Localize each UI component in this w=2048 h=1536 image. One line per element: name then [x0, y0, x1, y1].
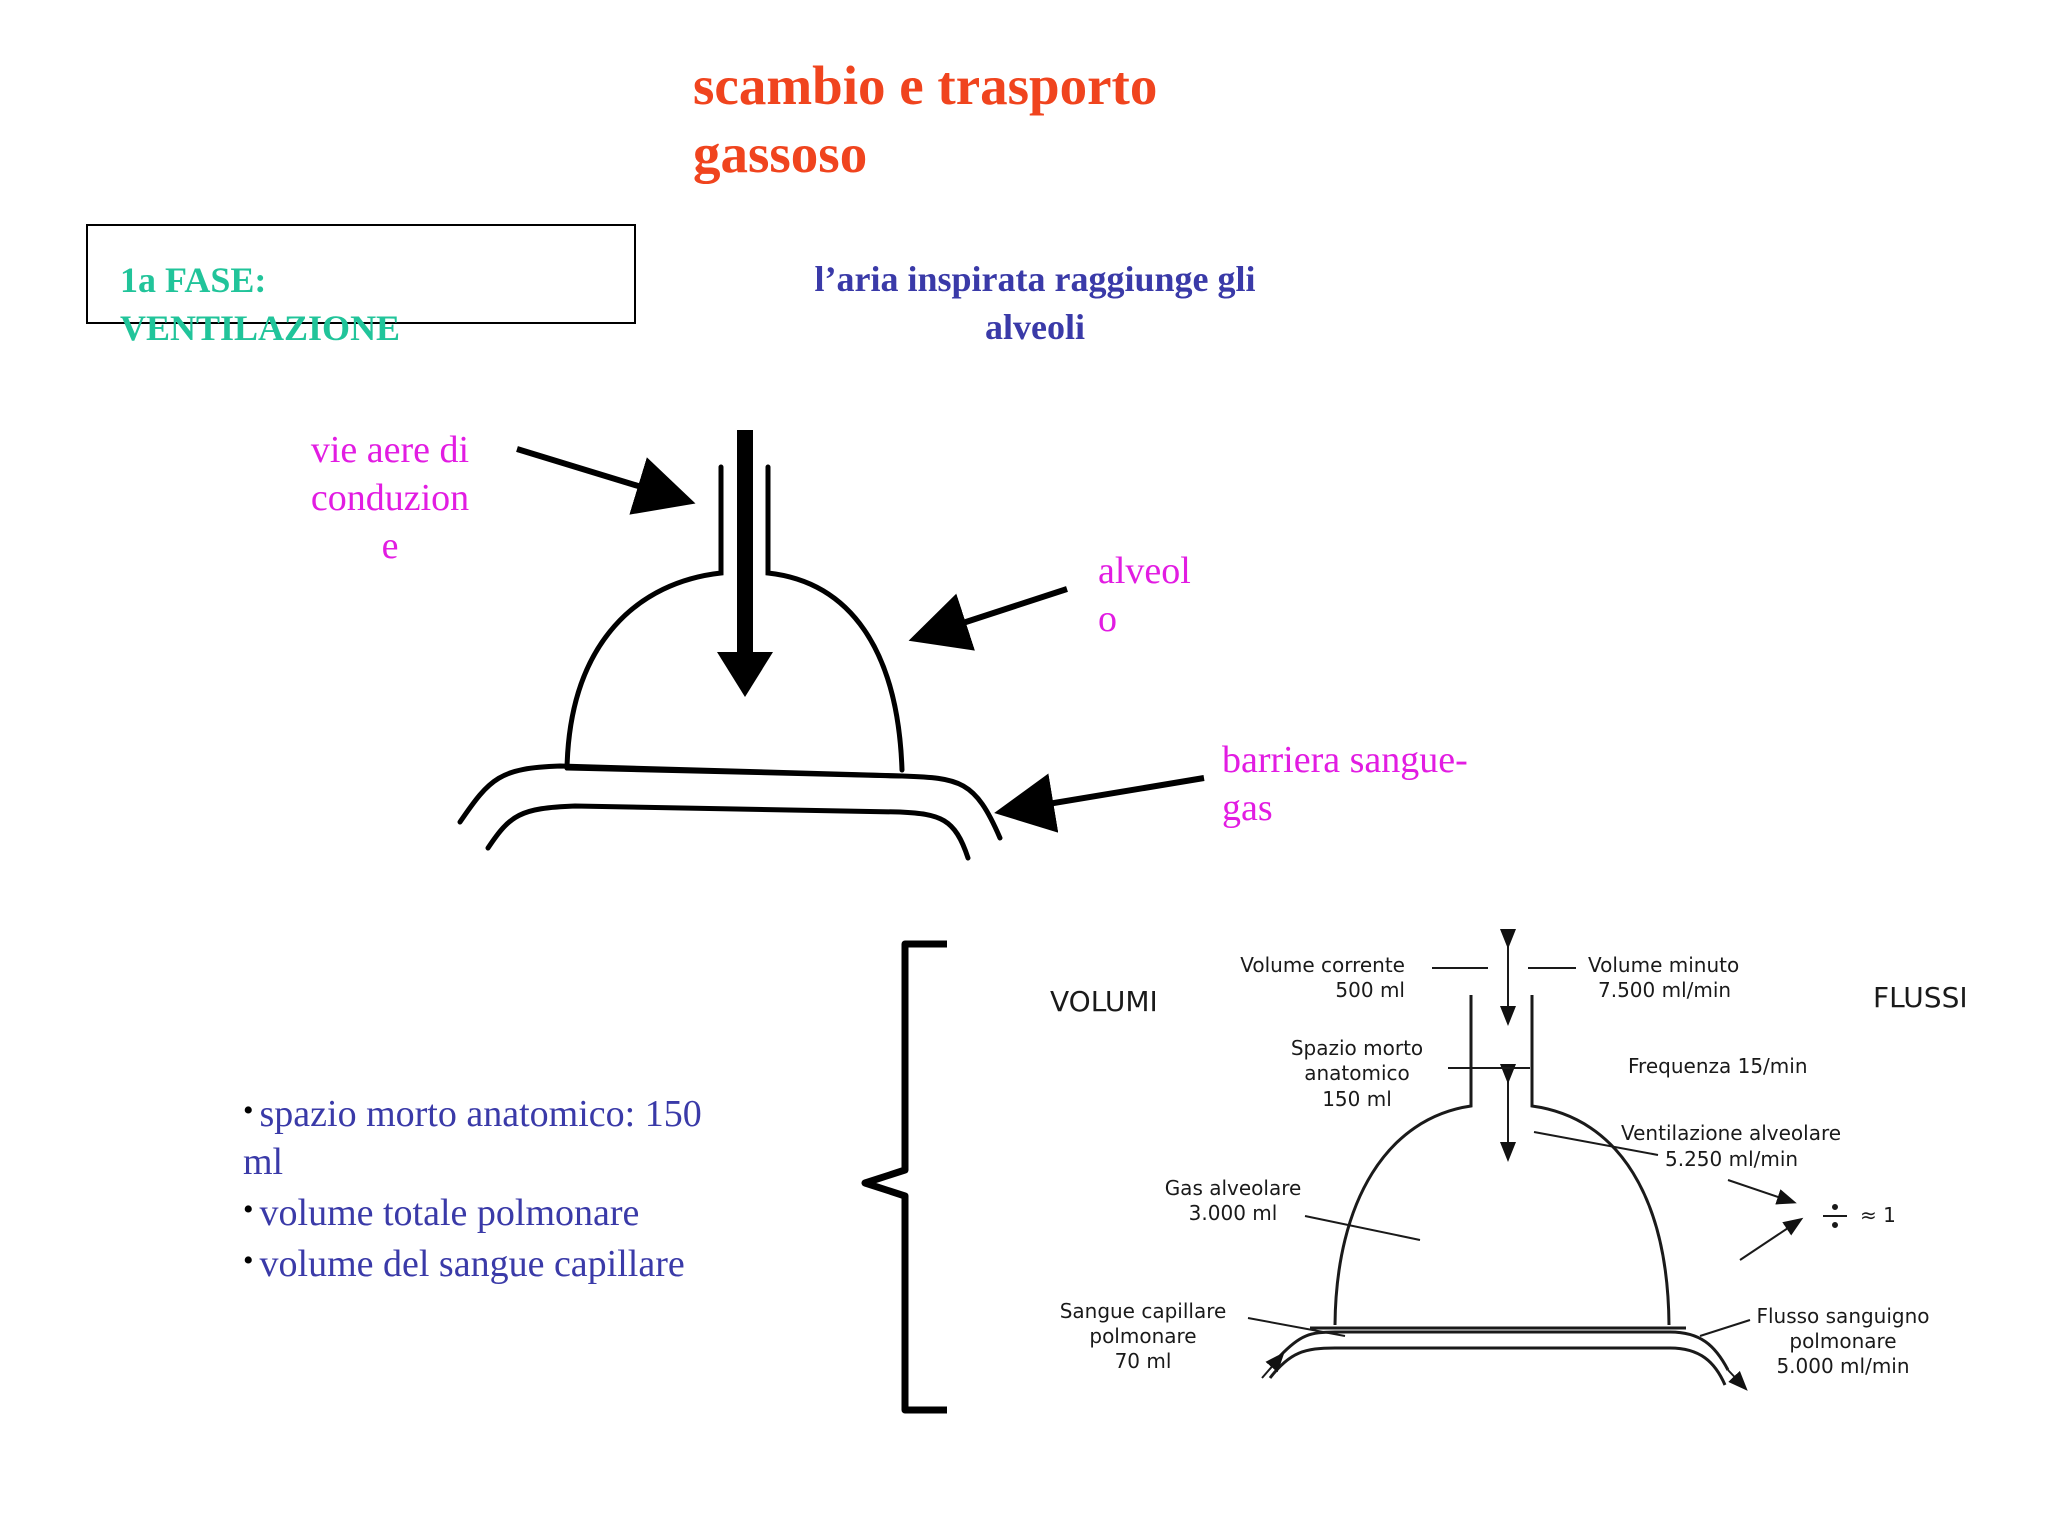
fig-label-volumi: VOLUMI [1050, 985, 1158, 1018]
bullet-dot: • [243, 1094, 254, 1127]
label-barriera-line-2: gas [1222, 787, 1273, 829]
bullet-dot: • [243, 1193, 254, 1226]
fig-airway-right [1530, 995, 1671, 1326]
arrow-barriera [994, 773, 1205, 833]
subtitle-line-2: alveoli [985, 307, 1085, 347]
fig-line-sangue [1247, 1317, 1346, 1337]
title-line-1: scambio e trasporto [693, 55, 1158, 116]
bullet-list: •spazio morto anatomico: 150 ml •volume … [243, 1087, 783, 1288]
fig-line-flusso [1699, 1319, 1751, 1337]
fig-capillary-lower [1268, 1346, 1727, 1386]
label-alveolo-line-2: o [1098, 598, 1117, 640]
fig-ventilazione-l2: 5.250 ml/min [1665, 1147, 1798, 1171]
label-barriera: barriera sangue- gas [1222, 736, 1552, 832]
fig-sangue-capillare-l3: 70 ml [1115, 1349, 1172, 1373]
fig-arrow-blood-in [1261, 1351, 1285, 1379]
label-vie-line-1: vie aere di [310, 429, 470, 471]
fig-arrow-blood-out [1727, 1369, 1748, 1391]
label-vie-line-3: e [381, 525, 399, 567]
airway-left-wall [564, 464, 724, 771]
subtitle-line-1: l’aria inspirata raggiunge gli [814, 259, 1256, 299]
label-barriera-line-1: barriera sangue- [1222, 739, 1468, 781]
phase-label: 1a FASE: VENTILAZIONE [120, 256, 520, 352]
fig-airway-left [1333, 995, 1473, 1326]
fig-spazio-morto-l3: 150 ml [1322, 1087, 1392, 1111]
phase-line-1: 1a FASE: [120, 260, 267, 300]
fig-volume-minuto-l1: Volume minuto [1588, 953, 1739, 977]
fig-sangue-capillare-l1: Sangue capillare [1060, 1299, 1227, 1323]
fig-line-ventilazione [1533, 1131, 1659, 1156]
fig-ratio-sign [1823, 1204, 1847, 1228]
curly-brace [861, 940, 947, 1414]
label-vie-line-2: conduzion [310, 477, 470, 519]
bullet-item-2: •volume totale polmonare [243, 1186, 783, 1237]
arrow-alveolo [908, 586, 1068, 651]
capillary-upper [457, 763, 1003, 841]
bullet-1-line-2: ml [243, 1141, 284, 1183]
fig-volume-corrente-l1: Volume corrente [1240, 953, 1405, 977]
fig-ventilazione-l1: Ventilazione alveolare [1621, 1121, 1841, 1145]
fig-arrow-ratio-lower [1739, 1217, 1804, 1261]
alveolus-diagram [457, 464, 1003, 861]
fig-capillary-upper [1278, 1330, 1730, 1371]
bullet-1-line-1: spazio morto anatomico: 150 [259, 1093, 702, 1135]
fig-flusso-sanguigno-l3: 5.000 ml/min [1776, 1354, 1909, 1378]
bullet-2-text: volume totale polmonare [259, 1192, 640, 1234]
page-title: scambio e trasporto gassoso [693, 52, 1293, 188]
fig-arrow-ratio-upper [1727, 1179, 1797, 1205]
label-alveolo-line-1: alveol [1098, 550, 1191, 592]
fig-spazio-morto-l1: Spazio morto [1291, 1036, 1423, 1060]
bullet-item-1: •spazio morto anatomico: 150 ml [243, 1087, 783, 1186]
label-alveolo: alveol o [1098, 547, 1218, 643]
subtitle: l’aria inspirata raggiunge gli alveoli [760, 255, 1310, 351]
fig-label-flussi: FLUSSI [1873, 981, 1968, 1014]
fig-spazio-morto-l2: anatomico [1304, 1061, 1410, 1085]
fig-flusso-sanguigno-l1: Flusso sanguigno [1756, 1304, 1929, 1328]
label-vie-aeree: vie aere di conduzion e [290, 426, 490, 570]
volumes-flows-figure: VOLUMI FLUSSI Volume corrente 500 ml Vol… [1050, 929, 1968, 1391]
phase-line-2: VENTILAZIONE [120, 308, 401, 348]
fig-frequenza: Frequenza 15/min [1628, 1054, 1808, 1078]
bullet-3-text: volume del sangue capillare [259, 1243, 685, 1285]
fig-sangue-capillare-l2: polmonare [1089, 1324, 1196, 1348]
title-line-2: gassoso [693, 123, 868, 184]
phase-box [86, 224, 636, 324]
bullet-dot: • [243, 1244, 254, 1277]
inspired-air-arrow [717, 430, 773, 697]
arrow-vie-aeree [516, 446, 696, 515]
fig-gas-alveolare-l2: 3.000 ml [1189, 1201, 1278, 1225]
fig-ratio-value: ≈ 1 [1860, 1203, 1896, 1227]
fig-volume-minuto-l2: 7.500 ml/min [1598, 978, 1731, 1002]
fig-gas-alveolare-l1: Gas alveolare [1165, 1176, 1302, 1200]
capillary-lower [485, 803, 971, 861]
fig-volume-corrente-l2: 500 ml [1335, 978, 1405, 1002]
airway-right-wall [765, 464, 905, 773]
fig-line-gas [1304, 1215, 1421, 1241]
fig-flusso-sanguigno-l2: polmonare [1789, 1329, 1896, 1353]
bullet-item-3: •volume del sangue capillare [243, 1237, 783, 1288]
